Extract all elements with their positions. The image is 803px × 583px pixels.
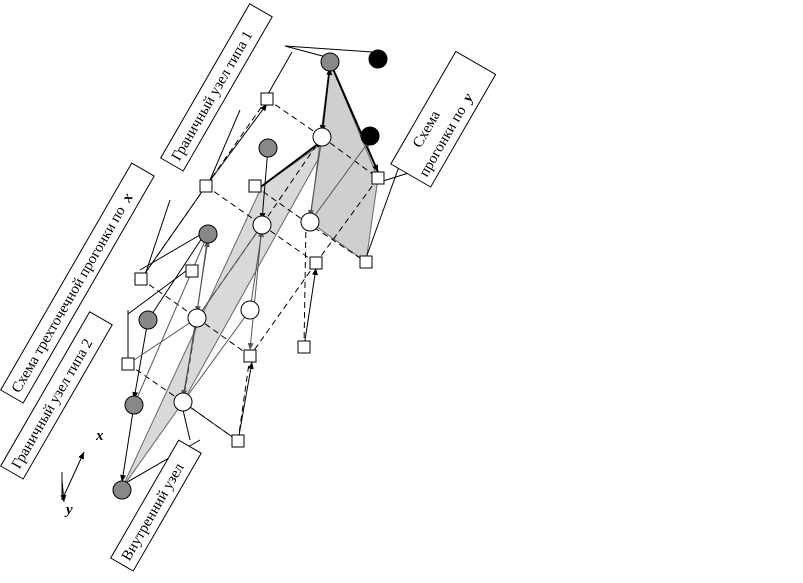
label-boundary-type1: Граничный узел типа 1 bbox=[159, 3, 273, 172]
internal-node bbox=[187, 308, 207, 328]
label-scheme-y: Схема прогонки по y bbox=[390, 50, 497, 188]
grid-node-square bbox=[231, 434, 245, 448]
boundary-node-type2 bbox=[258, 138, 278, 158]
internal-node bbox=[300, 212, 320, 232]
grid-node-square bbox=[199, 179, 213, 193]
grid-node-square bbox=[248, 179, 262, 193]
label-internal-node: Внутренний узел bbox=[109, 439, 202, 572]
grid-node-square bbox=[309, 256, 323, 270]
axis-x-label: x bbox=[95, 428, 104, 444]
boundary-node-type1 bbox=[360, 126, 380, 146]
boundary-node-type2 bbox=[320, 52, 340, 72]
boundary-node-type1 bbox=[368, 49, 388, 69]
grid-node-square bbox=[243, 349, 257, 363]
internal-node bbox=[252, 215, 272, 235]
axes-indicator bbox=[60, 451, 85, 503]
label-boundary-type1-text: Граничный узел типа 1 bbox=[169, 28, 256, 163]
boundary-node-type2 bbox=[124, 395, 144, 415]
boundary-node-type2 bbox=[112, 480, 132, 500]
boundary-node-type2 bbox=[138, 310, 158, 330]
grid-node-square bbox=[134, 272, 148, 286]
grid-node-square bbox=[297, 340, 311, 354]
internal-node bbox=[173, 392, 193, 412]
square-nodes bbox=[121, 92, 385, 448]
axis-y-label: y bbox=[64, 502, 73, 518]
grid-node-square bbox=[185, 264, 199, 278]
grid-node-square bbox=[121, 357, 135, 371]
shaded-planes bbox=[121, 60, 379, 489]
internal-node bbox=[312, 127, 332, 147]
internal-node bbox=[240, 300, 260, 320]
grid-node-square bbox=[359, 255, 373, 269]
sweep-arrows bbox=[120, 61, 379, 483]
circle-nodes bbox=[112, 49, 388, 500]
boundary-node-type2 bbox=[198, 224, 218, 244]
grid-node-square bbox=[371, 171, 385, 185]
grid-node-square bbox=[260, 92, 274, 106]
